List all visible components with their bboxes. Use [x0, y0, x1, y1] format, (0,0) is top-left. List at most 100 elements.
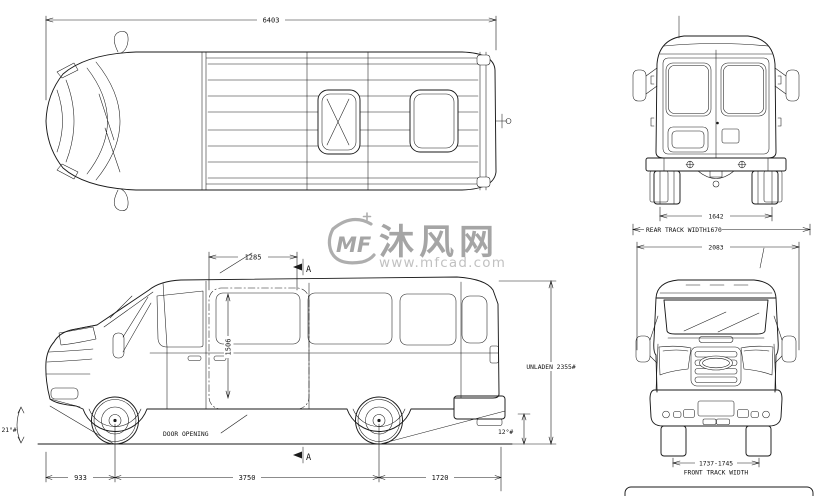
door-opening-label: DOOR OPENING — [163, 431, 209, 438]
watermark-plus-icon — [362, 212, 372, 221]
rear-view: 1642 REAR TRACK WIDTH1670 2083 — [631, 15, 812, 351]
rear-wheel-right — [751, 170, 779, 205]
tow-hitch — [697, 170, 735, 179]
approach-angle-annotation: 21°# — [2, 406, 25, 444]
overall-width-dimension: 2083 — [635, 241, 801, 351]
approach-departure-lines — [49, 405, 506, 445]
front-face-creases — [655, 343, 777, 391]
rear-roof-window-outer — [409, 89, 459, 153]
top-view-headlights — [56, 62, 79, 180]
overall-length-value: 6403 — [263, 17, 280, 25]
watermark: MF 沐风网 www.mfcad.com — [327, 212, 506, 271]
windshield — [663, 299, 769, 335]
rear-license-plate — [721, 128, 740, 144]
front-mirror-left — [635, 335, 651, 363]
wipers — [683, 311, 760, 333]
fog-lamp-group-right — [737, 409, 770, 419]
side-window — [215, 292, 301, 345]
front-view: 1737-1745 FRONT TRACK WIDTH — [635, 247, 797, 477]
lower-dimensions: 933 3750 1720 — [45, 423, 502, 492]
rear-window-right-inner — [723, 65, 764, 114]
title-block-edge — [624, 486, 814, 496]
front-track-label: FRONT TRACK WIDTH — [684, 470, 749, 477]
hub-center — [113, 418, 117, 423]
brand-oval-badge — [699, 355, 733, 371]
top-view-mirrors — [113, 31, 129, 211]
bumper-center-plate — [697, 400, 735, 417]
door-opening-height-dimension: 1506 — [224, 292, 234, 400]
top-view: 6403 — [44, 15, 512, 211]
tow-hitch-ball — [712, 180, 720, 188]
rear-wheel-left — [653, 170, 681, 205]
watermark-name: 沐风网 — [379, 223, 499, 263]
side-view: 1285 1506 A A UNLADEN 2355# 12°# — [2, 251, 582, 492]
sliding-door-opening-outline — [208, 287, 310, 410]
rear-bumper-markers — [685, 160, 747, 169]
front-bumper-step — [50, 387, 79, 400]
rear-mudflap-right — [763, 170, 783, 203]
cowl-vent — [698, 336, 734, 343]
bumper-lower-vent — [716, 418, 730, 425]
section-marker-bottom: A — [293, 446, 311, 464]
rear-mirror-left — [632, 69, 647, 102]
side-mirror — [112, 332, 125, 359]
side-body-outline — [45, 276, 500, 432]
door-opening-width-value: 1285 — [245, 254, 262, 262]
headlight-right — [740, 345, 774, 376]
rear-bumper-notches — [663, 157, 769, 172]
brand-oval-badge-inner — [702, 357, 730, 369]
front-overhang-value: 933 — [74, 474, 87, 482]
rear-window-left — [665, 62, 712, 117]
top-view-panel-seams — [201, 51, 487, 191]
rear-dual-wheel-lines — [659, 170, 773, 205]
front-mirror-arms — [649, 315, 783, 364]
front-end-details — [45, 324, 98, 408]
section-marker-top: A — [293, 258, 311, 276]
departure-angle-value: 12°# — [498, 428, 513, 436]
fog-lamp-group-left — [662, 409, 695, 419]
rear-track-dimension: 1642 — [658, 206, 774, 222]
rear-underrun — [476, 418, 503, 426]
overall-width-value: 2083 — [708, 244, 723, 251]
bumper-lower-vent — [702, 418, 717, 425]
unladen-height-dimension: UNLADEN 2355# — [498, 279, 582, 446]
grille — [690, 346, 742, 387]
front-wheel-left — [660, 425, 687, 457]
rear-door-hinge-knob — [505, 118, 512, 124]
roof-hatch-outer — [317, 89, 361, 155]
departure-angle-annotation: 12°# — [498, 413, 531, 445]
front-track-value: 1737-1745 — [699, 460, 733, 467]
watermark-initials: MF — [336, 233, 372, 257]
rear-door-hinge — [495, 113, 508, 129]
front-antenna — [759, 247, 765, 269]
rear-roof-window-inner — [413, 93, 455, 149]
rear-vent-panel-inner — [671, 130, 705, 149]
watermark-logo-swoosh-left — [327, 227, 335, 253]
hub-center — [377, 418, 381, 423]
side-window — [307, 292, 393, 345]
roof-hatch-crossbrace — [326, 98, 350, 146]
rear-door-lock — [716, 121, 719, 125]
front-wheel-right — [745, 425, 772, 457]
rear-track-label: REAR TRACK WIDTH1670 — [646, 227, 722, 234]
watermark-logo-swoosh-bottom — [329, 249, 376, 265]
rear-window-right — [720, 62, 767, 117]
section-label: A — [306, 265, 311, 275]
rear-corner-bracket-bottom — [476, 176, 491, 188]
side-mirror-arms — [122, 296, 152, 353]
headlight-left — [658, 345, 692, 376]
rear-track-value: 1642 — [708, 213, 723, 220]
rear-mirror-arms — [645, 67, 787, 95]
rear-lamp — [489, 345, 499, 364]
door-handle — [213, 355, 227, 361]
rear-overhang-value: 1720 — [432, 474, 449, 482]
rear-mirror-right — [785, 69, 800, 102]
watermark-url: www.mfcad.com — [379, 255, 506, 271]
roof-antenna — [219, 252, 253, 274]
top-view-body-outline — [45, 51, 497, 191]
side-window-rear-small — [461, 295, 488, 344]
top-view-front-details — [56, 61, 121, 181]
front-mirror-right — [781, 335, 797, 363]
approach-angle-value: 21°# — [2, 426, 17, 434]
